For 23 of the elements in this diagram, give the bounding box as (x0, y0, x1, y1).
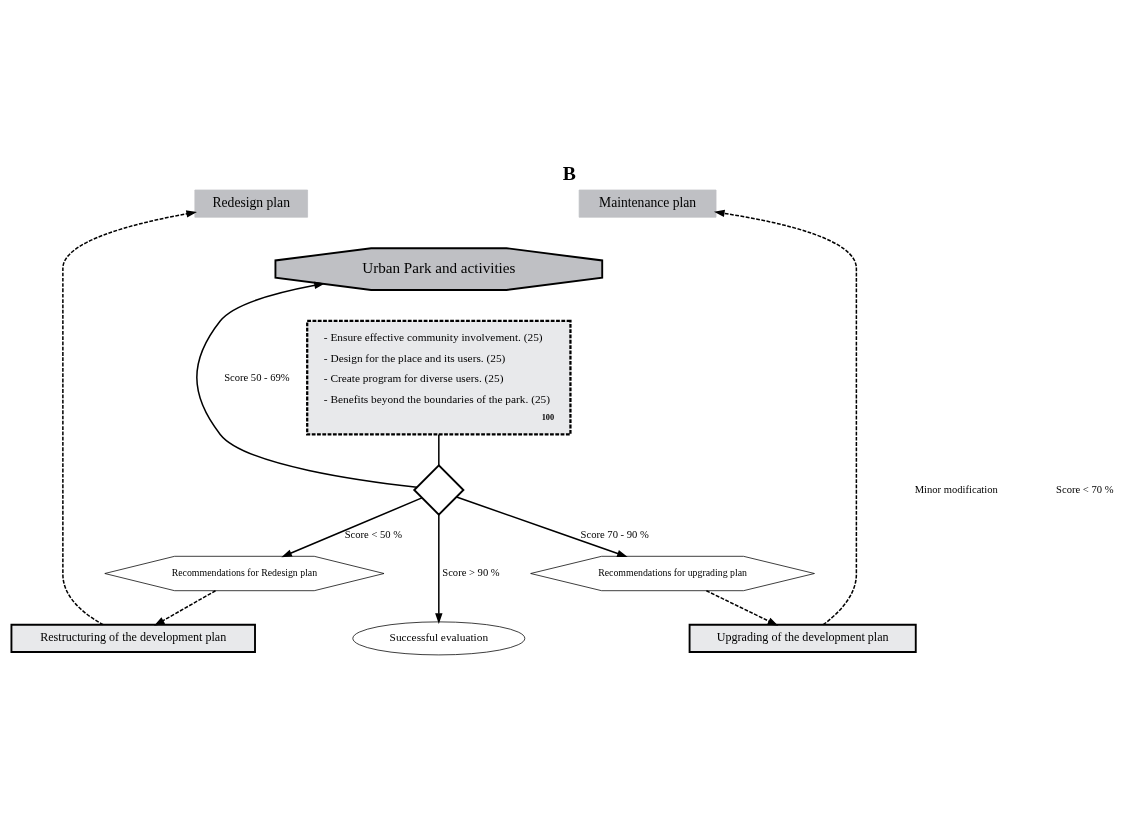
arrow (281, 496, 423, 557)
connector (438, 433, 440, 466)
node-ellipse: Successful evaluation (352, 621, 526, 655)
node-diamond (412, 463, 465, 516)
diagram-title: B (562, 161, 576, 184)
edge-label: Score < 50 % (344, 528, 403, 540)
edge-label: Score 50 - 69% (224, 370, 290, 382)
node-box: Restructuring of the development plan (10, 623, 256, 653)
arrow (714, 209, 858, 625)
arrow (62, 209, 197, 625)
arrow (196, 281, 418, 488)
edge-label: Score 70 - 90 % (580, 528, 649, 540)
arrow (455, 495, 628, 557)
arrow (435, 513, 443, 624)
node-box: Maintenance plan (578, 189, 717, 218)
node-box: - Ensure effective community involvement. (25) - Design for the place and its users. (25) - Create program for diverse users. (25) - Benefits beyond the boundaries of the park. (25) 100 (306, 319, 572, 436)
edge-label: Score > 90 % (442, 566, 500, 578)
label: Minor modification (914, 483, 998, 495)
arrow (705, 589, 779, 626)
label: Score < 70 % (1056, 483, 1114, 495)
node-box: Redesign plan (194, 189, 308, 218)
arrow (154, 589, 217, 626)
node-box: Upgrading of the development plan (688, 623, 917, 653)
